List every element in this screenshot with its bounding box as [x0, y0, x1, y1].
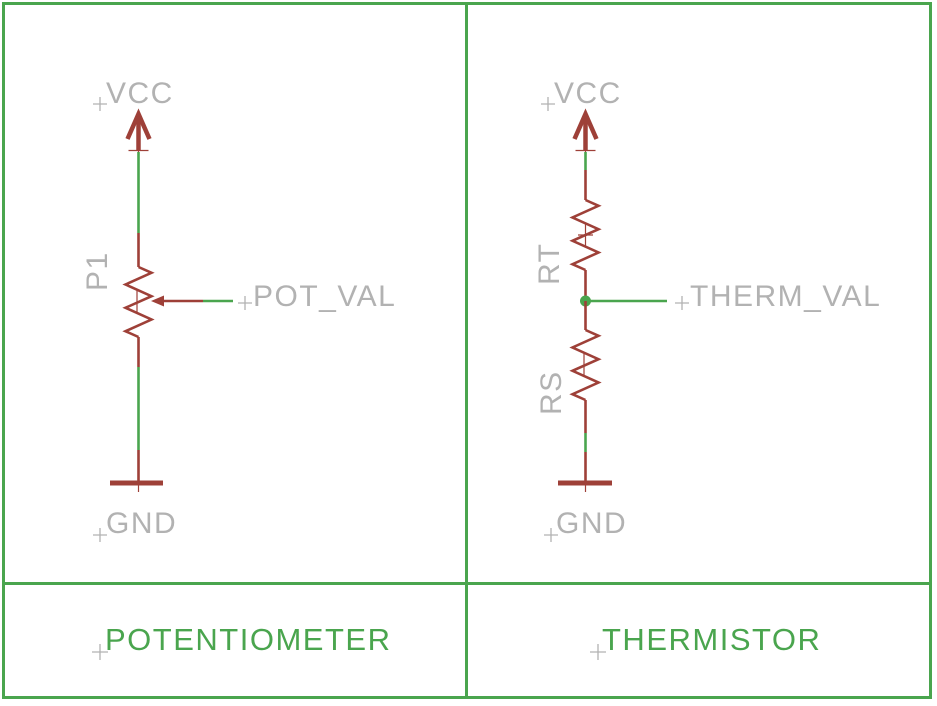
wiper-arrow-icon: [151, 295, 203, 307]
vcc-origin-cross: [541, 97, 555, 111]
wiper-arrowhead: [151, 295, 164, 307]
resistor-rs-symbol: RS: [535, 301, 602, 433]
pot-val-origin-cross: [238, 296, 252, 310]
caption-thermistor: THERMISTOR: [602, 622, 821, 657]
gnd-origin-cross: [544, 528, 558, 542]
gnd-origin-cross: [93, 528, 107, 542]
potentiometer-circuit: VCC P1 POT_VAL: [81, 77, 396, 542]
therm-val-origin-cross: [675, 296, 689, 310]
caption-potentiometer: POTENTIOMETER: [105, 622, 391, 657]
schematic-frame: [2, 2, 932, 699]
potentiometer-symbol: P1: [81, 233, 203, 367]
vcc-arrow-head: [125, 108, 152, 140]
part-reference-p1: P1: [81, 251, 114, 291]
vcc-net-label: VCC: [554, 77, 622, 110]
gnd-net-label: GND: [106, 507, 177, 540]
resistor-zigzag: [569, 328, 602, 402]
resistor-rt-symbol: RT: [533, 170, 602, 301]
vcc-origin-cross: [93, 97, 107, 111]
vcc-power-arrow-icon: [572, 108, 599, 157]
vcc-arrow-head: [572, 108, 599, 140]
caption-origin-cross: [590, 644, 606, 660]
thermistor-circuit: VCC RT THERM_VAL RS: [533, 77, 881, 542]
resistor-zigzag: [122, 265, 155, 339]
therm-val-net-label: THERM_VAL: [690, 280, 881, 313]
caption-row: POTENTIOMETER THERMISTOR: [92, 622, 821, 660]
resistor-origin-mark: [578, 223, 593, 247]
pot-val-net-label: POT_VAL: [253, 280, 396, 313]
gnd-symbol-icon: [558, 452, 612, 492]
part-reference-rt: RT: [533, 243, 566, 285]
part-reference-rs: RS: [535, 370, 568, 415]
vcc-net-label: VCC: [106, 77, 174, 110]
gnd-net-label: GND: [556, 507, 627, 540]
caption-origin-cross: [92, 644, 108, 660]
gnd-symbol-icon: [110, 450, 163, 492]
vcc-power-arrow-icon: [125, 108, 152, 157]
